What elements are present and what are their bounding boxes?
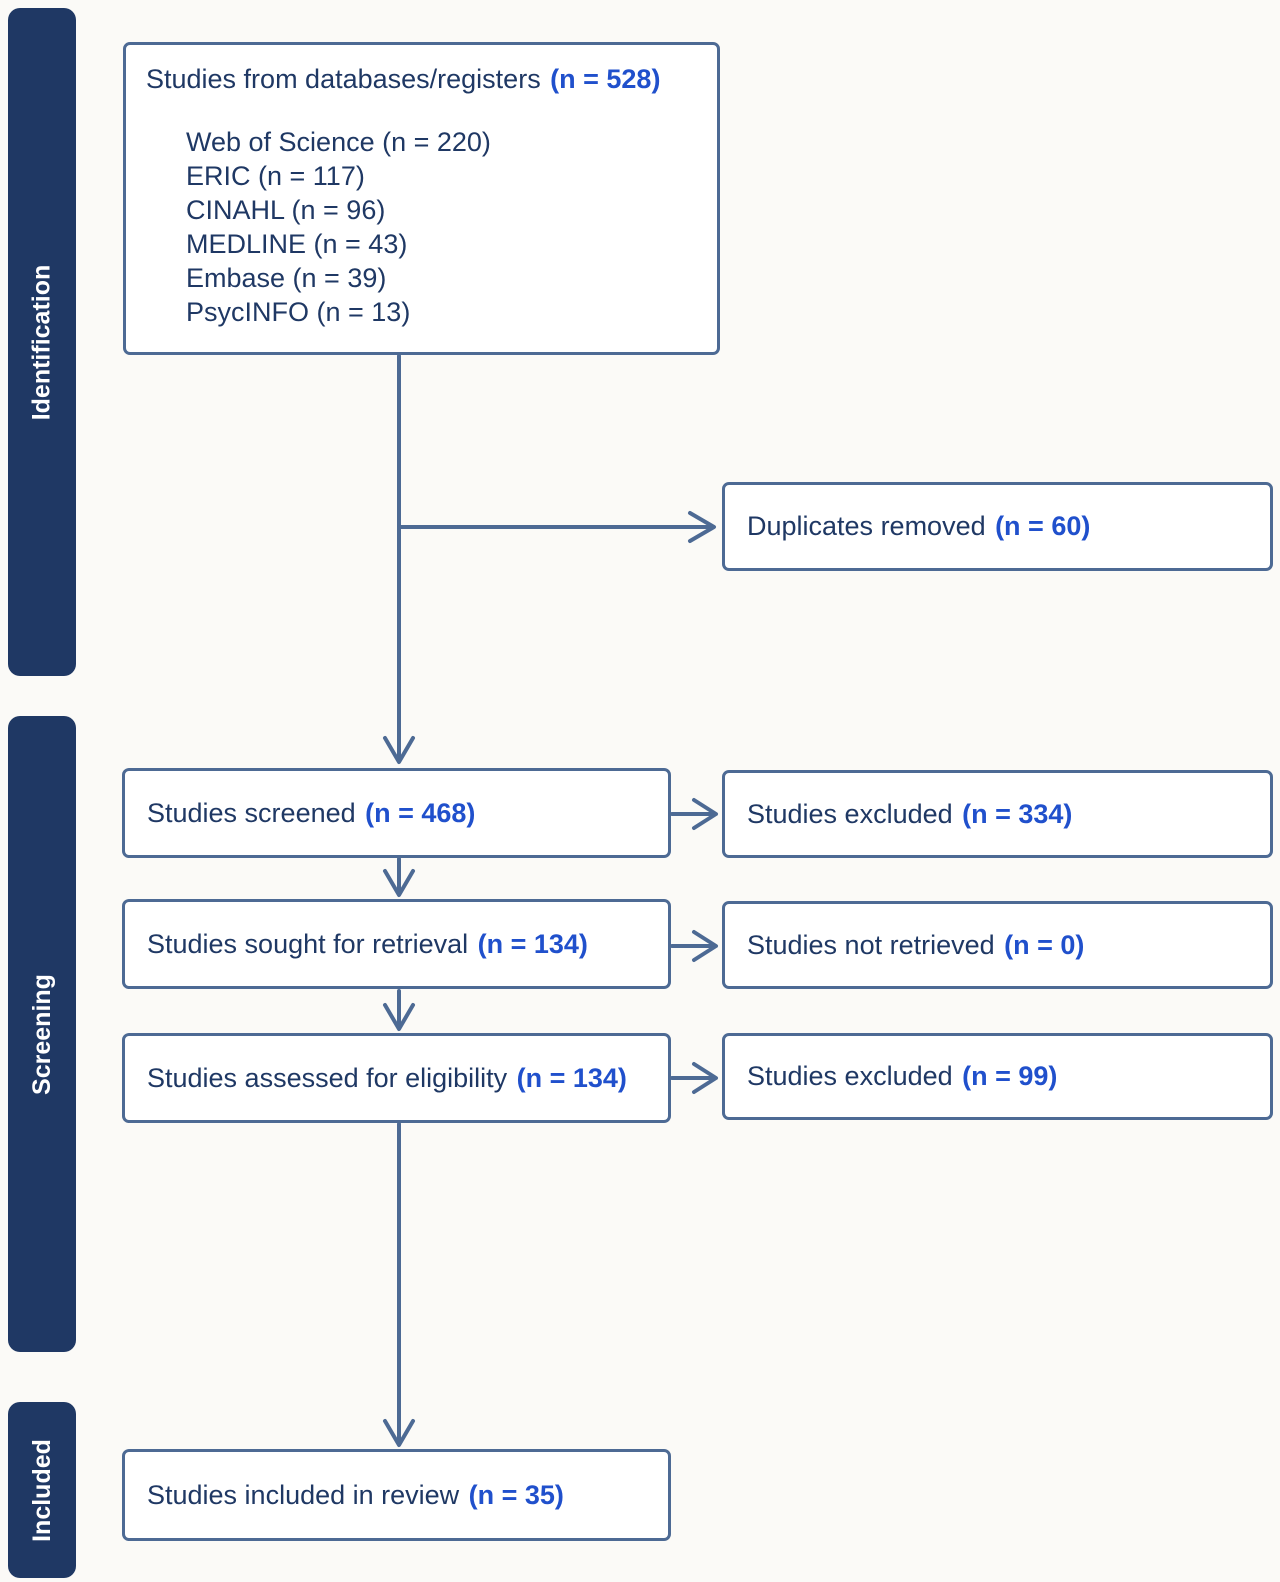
arrow-databases-to-screened bbox=[383, 354, 415, 764]
box-label: Duplicates removed bbox=[747, 511, 986, 541]
box-label: Studies excluded bbox=[747, 798, 953, 829]
arrow-to-duplicates-removed bbox=[397, 511, 716, 543]
box-studies-not-retrieved: Studies not retrieved (n = 0) bbox=[722, 901, 1273, 989]
box-label: Studies assessed for eligibility bbox=[147, 1062, 508, 1093]
databases-title: Studies from databases/registers (n = 528… bbox=[146, 62, 697, 96]
box-label: Studies included in review bbox=[147, 1479, 460, 1510]
box-studies-assessed-for-eligibility: Studies assessed for eligibility (n = 134… bbox=[122, 1033, 671, 1123]
list-item: Web of Science (n = 220) bbox=[186, 127, 491, 157]
box-label: Studies screened bbox=[147, 797, 356, 828]
box-studies-included-in-review: Studies included in review (n = 35) bbox=[122, 1449, 671, 1541]
box-studies-excluded-eligibility: Studies excluded (n = 99) bbox=[722, 1033, 1273, 1120]
box-studies-screened: Studies screened (n = 468) bbox=[122, 768, 671, 858]
box-label: Studies excluded bbox=[747, 1061, 953, 1091]
box-duplicates-removed: Duplicates removed (n = 60) bbox=[722, 482, 1273, 571]
box-label: Studies sought for retrieval bbox=[147, 928, 469, 959]
box-count: (n = 60) bbox=[995, 511, 1091, 541]
box-count: (n = 35) bbox=[468, 1479, 564, 1510]
box-count: (n = 468) bbox=[365, 797, 476, 828]
list-item: ERIC (n = 117) bbox=[186, 161, 365, 191]
database-source-list: Web of Science (n = 220) ERIC (n = 117) … bbox=[186, 125, 697, 329]
stage-label-screening: Screening bbox=[27, 973, 56, 1095]
stage-label-included: Included bbox=[27, 1438, 56, 1542]
arrow-sought-to-assessed bbox=[383, 989, 415, 1031]
box-studies-sought-for-retrieval: Studies sought for retrieval (n = 134) bbox=[122, 899, 671, 989]
stage-label-identification: Identification bbox=[27, 264, 56, 420]
arrow-screened-to-sought bbox=[383, 857, 415, 897]
list-item: Embase (n = 39) bbox=[186, 263, 387, 293]
stage-bar-included: Included bbox=[8, 1402, 76, 1578]
arrow-assessed-to-included bbox=[383, 1122, 415, 1447]
arrow-sought-to-not-retrieved bbox=[670, 930, 718, 962]
box-studies-from-databases: Studies from databases/registers (n = 528… bbox=[123, 42, 720, 355]
box-count: (n = 0) bbox=[1004, 929, 1085, 960]
arrow-assessed-to-excluded bbox=[670, 1062, 718, 1094]
list-item: CINAHL (n = 96) bbox=[186, 195, 386, 225]
box-count: (n = 134) bbox=[516, 1062, 627, 1093]
arrow-screened-to-excluded bbox=[670, 798, 718, 830]
box-count: (n = 134) bbox=[477, 928, 588, 959]
box-count: (n = 99) bbox=[962, 1061, 1058, 1091]
stage-bar-identification: Identification bbox=[8, 8, 76, 676]
databases-count: (n = 528) bbox=[550, 64, 661, 94]
list-item: MEDLINE (n = 43) bbox=[186, 229, 408, 259]
box-studies-excluded-screening: Studies excluded (n = 334) bbox=[722, 770, 1273, 858]
box-label: Studies not retrieved bbox=[747, 929, 995, 960]
list-item: PsycINFO (n = 13) bbox=[186, 297, 411, 327]
databases-title-text: Studies from databases/registers bbox=[146, 64, 541, 94]
box-count: (n = 334) bbox=[962, 798, 1073, 829]
stage-bar-screening: Screening bbox=[8, 716, 76, 1352]
